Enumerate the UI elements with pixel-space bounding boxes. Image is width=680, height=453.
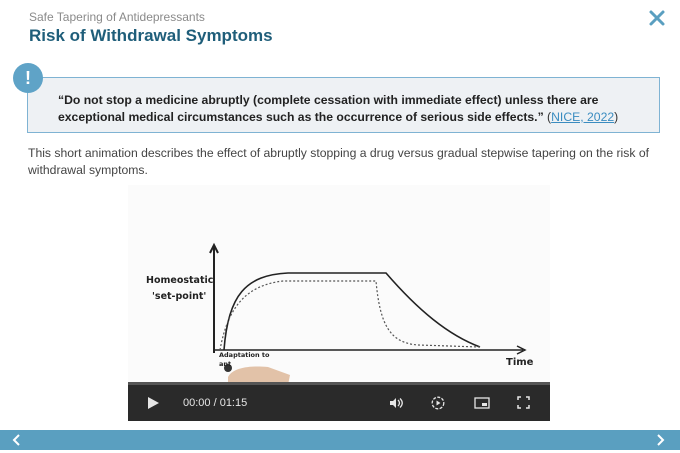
adaptation-annotation-line2: ant xyxy=(219,360,232,368)
callout-quote: “Do not stop a medicine abruptly (comple… xyxy=(58,93,599,124)
page-title: Risk of Withdrawal Symptoms xyxy=(29,26,273,45)
playback-speed-icon[interactable] xyxy=(431,396,445,410)
next-page-icon[interactable] xyxy=(652,432,668,448)
video-progress-bar[interactable] xyxy=(128,382,550,385)
video-player[interactable]: Homeostatic 'set-point' Time Adaptation … xyxy=(128,185,550,421)
course-subtitle: Safe Tapering of Antidepressants xyxy=(29,10,205,24)
video-controls: 00:00 / 01:15 xyxy=(128,385,550,421)
drawing-hand xyxy=(228,366,290,385)
x-axis-label: Time xyxy=(506,357,534,368)
pen-tip xyxy=(224,364,232,372)
footer-nav-bar xyxy=(0,430,680,450)
quote-callout: “Do not stop a medicine abruptly (comple… xyxy=(27,77,660,133)
y-axis-arrow xyxy=(209,242,219,254)
play-icon[interactable] xyxy=(146,396,160,410)
adaptation-annotation: Adaptation to xyxy=(219,351,270,359)
time-display: 00:00 / 01:15 xyxy=(183,397,248,409)
x-axis-arrow xyxy=(516,345,527,355)
y-axis-label-line1: Homeostatic xyxy=(146,275,214,286)
y-axis-label-line2: 'set-point' xyxy=(152,291,207,302)
taper-curve xyxy=(223,272,481,351)
exclamation-icon: ! xyxy=(13,63,43,93)
picture-in-picture-icon[interactable] xyxy=(474,397,490,409)
volume-icon[interactable] xyxy=(389,396,403,410)
callout-text: “Do not stop a medicine abruptly (comple… xyxy=(58,93,619,124)
video-frame-graph xyxy=(209,242,527,385)
intro-paragraph: This short animation describes the effec… xyxy=(28,146,650,177)
previous-page-icon[interactable] xyxy=(9,432,25,448)
abrupt-stop-curve xyxy=(219,280,481,351)
close-icon[interactable] xyxy=(648,9,666,27)
nice-2022-link[interactable]: NICE, 2022 xyxy=(551,110,615,124)
fullscreen-icon[interactable] xyxy=(517,396,530,409)
